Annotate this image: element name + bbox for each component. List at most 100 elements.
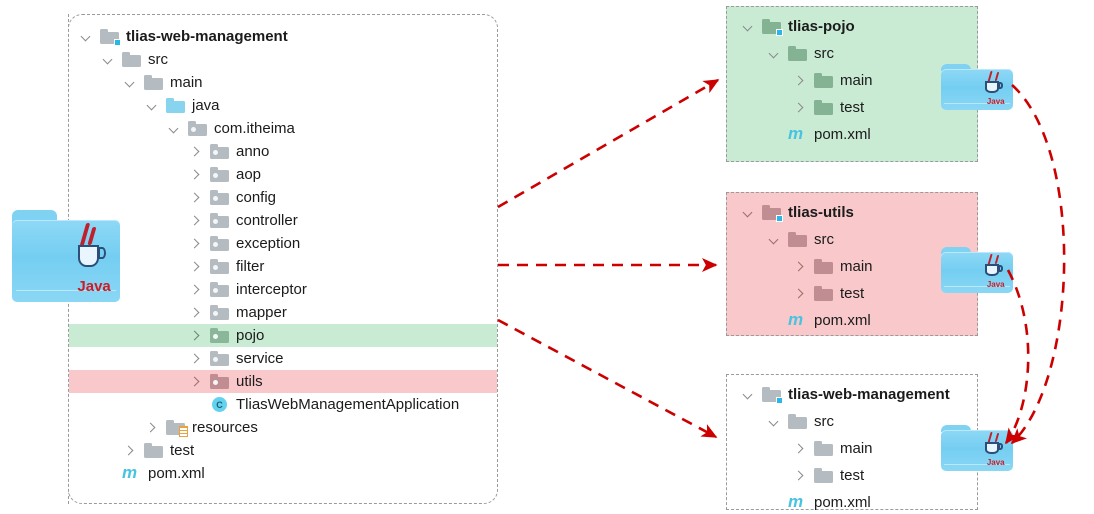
folder-icon xyxy=(814,468,833,483)
tree-row[interactable]: interceptor xyxy=(189,278,307,301)
tree-row[interactable]: test xyxy=(793,464,864,487)
chevron-right-icon[interactable] xyxy=(793,74,807,88)
tree-row[interactable]: pojo xyxy=(189,324,264,347)
package-icon xyxy=(188,121,207,136)
package-icon xyxy=(210,374,229,389)
chevron-right-icon[interactable] xyxy=(189,283,203,297)
chevron-down-icon[interactable] xyxy=(741,206,755,220)
java-steam-icon xyxy=(987,253,1000,265)
tree-row[interactable]: resources xyxy=(145,416,258,439)
tree-row[interactable]: test xyxy=(793,282,864,305)
tree-row[interactable]: tlias-web-management xyxy=(79,25,288,48)
tree-row[interactable]: test xyxy=(793,96,864,119)
chevron-down-icon[interactable] xyxy=(101,53,115,67)
tree-row[interactable]: main xyxy=(793,437,873,460)
chevron-right-icon[interactable] xyxy=(189,168,203,182)
chevron-right-icon[interactable] xyxy=(189,352,203,366)
chevron-right-icon[interactable] xyxy=(793,101,807,115)
java-label: Java xyxy=(986,280,1005,290)
chevron-down-icon[interactable] xyxy=(767,47,781,61)
tree-row[interactable]: service xyxy=(189,347,284,370)
tree-row[interactable]: tlias-pojo xyxy=(741,15,855,38)
tree-row[interactable]: aop xyxy=(189,163,261,186)
tree-row-label: src xyxy=(814,231,834,248)
tree-row[interactable]: filter xyxy=(189,255,264,278)
java-steam-icon xyxy=(987,70,1000,82)
tree-row-label: utils xyxy=(236,373,263,390)
chevron-right-icon[interactable] xyxy=(189,306,203,320)
chevron-down-icon[interactable] xyxy=(741,20,755,34)
package-icon xyxy=(210,144,229,159)
tree-row[interactable]: test xyxy=(123,439,194,462)
chevron-right-icon[interactable] xyxy=(189,214,203,228)
tree-row-label: test xyxy=(840,285,865,302)
chevron-down-icon[interactable] xyxy=(145,99,159,113)
tree-row[interactable]: anno xyxy=(189,140,269,163)
chevron-right-icon[interactable] xyxy=(793,287,807,301)
arrow-pojo-to-web xyxy=(1010,84,1066,445)
module-folder-icon xyxy=(100,29,121,46)
java-cup-icon xyxy=(984,81,1005,93)
chevron-down-icon[interactable] xyxy=(767,233,781,247)
chevron-right-icon[interactable] xyxy=(189,237,203,251)
chevron-right-icon[interactable] xyxy=(189,260,203,274)
java-cup-icon xyxy=(984,264,1005,276)
java-folder-icon-pojo: Java xyxy=(941,64,1013,110)
folder-icon xyxy=(788,414,807,429)
arrow-utils-to-web xyxy=(1004,269,1030,445)
tree-row[interactable]: src xyxy=(767,228,834,251)
tree-row[interactable]: com.itheima xyxy=(167,117,295,140)
tree-row-label: pojo xyxy=(236,327,265,344)
chevron-down-icon[interactable] xyxy=(741,388,755,402)
java-label: Java xyxy=(986,97,1005,107)
tree-row[interactable]: main xyxy=(123,71,203,94)
tree-row-label: test xyxy=(170,442,195,459)
chevron-down-icon[interactable] xyxy=(123,76,137,90)
folder-body xyxy=(941,252,1013,293)
chevron-down-icon[interactable] xyxy=(79,30,93,44)
chevron-right-icon[interactable] xyxy=(793,442,807,456)
tree-row[interactable]: main xyxy=(793,69,873,92)
tree-row[interactable]: src xyxy=(101,48,168,71)
tree-row-label: TliasWebManagementApplication xyxy=(236,396,460,413)
chevron-right-icon[interactable] xyxy=(793,260,807,274)
chevron-right-icon[interactable] xyxy=(189,145,203,159)
tree-row-label: main xyxy=(170,74,203,91)
tree-row-label: java xyxy=(192,97,220,114)
tree-row[interactable]: utils xyxy=(189,370,263,393)
tree-row-label: filter xyxy=(236,258,265,275)
java-logo-icon: Java xyxy=(983,253,1009,290)
tree-row[interactable]: src xyxy=(767,42,834,65)
chevron-right-icon[interactable] xyxy=(189,375,203,389)
tree-row-label: main xyxy=(840,72,873,89)
tree-row[interactable]: tlias-web-management xyxy=(741,383,950,406)
chevron-right-icon[interactable] xyxy=(793,469,807,483)
tree-row[interactable]: main xyxy=(793,255,873,278)
java-label: Java xyxy=(77,277,111,295)
chevron-right-icon[interactable] xyxy=(145,421,159,435)
tree-row[interactable]: java xyxy=(145,94,220,117)
module-folder-icon xyxy=(762,205,783,222)
folder-icon xyxy=(788,232,807,247)
tree-row[interactable]: mapper xyxy=(189,301,287,324)
folder-tab xyxy=(941,247,972,255)
chevron-down-icon[interactable] xyxy=(167,122,181,136)
folder-body xyxy=(941,69,1013,110)
chevron-right-icon[interactable] xyxy=(189,329,203,343)
folder-icon xyxy=(814,73,833,88)
chevron-right-icon[interactable] xyxy=(123,444,137,458)
java-logo-icon: Java xyxy=(983,70,1009,107)
tree-row[interactable]: exception xyxy=(189,232,300,255)
tree-row[interactable]: controller xyxy=(189,209,298,232)
tree-row[interactable]: config xyxy=(189,186,276,209)
tree-row[interactable]: tlias-utils xyxy=(741,201,854,224)
chevron-right-icon[interactable] xyxy=(189,191,203,205)
tree-row[interactable]: src xyxy=(767,410,834,433)
chevron-down-icon[interactable] xyxy=(767,415,781,429)
